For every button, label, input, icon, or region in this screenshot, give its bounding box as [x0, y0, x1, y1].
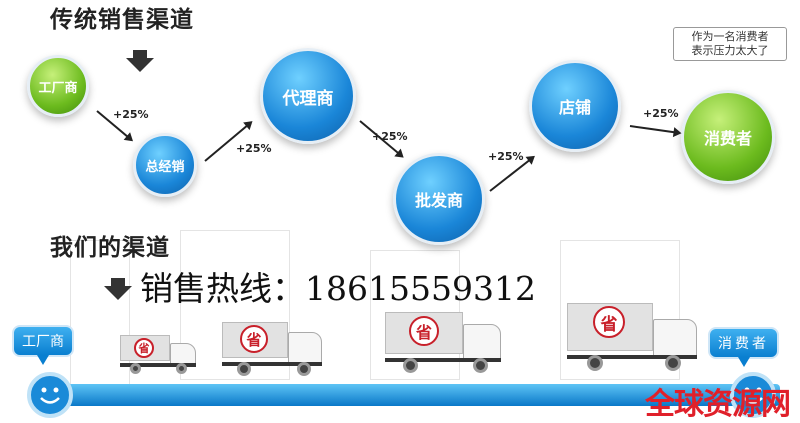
- watermark: 全球资源网: [645, 387, 791, 422]
- province-logo-icon: 省: [240, 325, 268, 353]
- truck-medium: 省: [222, 322, 327, 377]
- province-logo-icon: 省: [134, 338, 154, 358]
- background-building: [180, 230, 290, 380]
- speech-bubble: 作为一名消费者 表示压力太大了: [673, 27, 787, 61]
- traditional-channel-title: 传统销售渠道: [50, 7, 194, 33]
- smiley-start-icon: [27, 372, 73, 418]
- markup-label: +25%: [372, 130, 408, 143]
- down-arrow-icon: [104, 278, 132, 300]
- down-arrow-icon: [126, 50, 154, 72]
- markup-label: +25%: [236, 142, 272, 155]
- flow-arrow: [629, 125, 680, 134]
- markup-label: +25%: [113, 108, 149, 121]
- truck-large: 省: [385, 312, 505, 373]
- node-factory: 工厂商: [27, 55, 89, 117]
- end-label-bubble: 消费者: [708, 327, 779, 367]
- node-consumer: 消费者: [681, 90, 775, 184]
- truck-small: 省: [120, 335, 200, 375]
- markup-label: +25%: [643, 107, 679, 120]
- our-channel-title: 我们的渠道: [50, 235, 170, 261]
- province-logo-icon: 省: [409, 316, 439, 346]
- node-store: 店铺: [529, 60, 621, 152]
- node-agent: 代理商: [260, 48, 356, 144]
- speech-line: 表示压力太大了: [691, 44, 769, 57]
- start-label-bubble: 工厂商: [12, 325, 74, 365]
- node-wholesaler: 批发商: [393, 153, 485, 245]
- markup-label: +25%: [488, 150, 524, 163]
- channel-bar: [40, 384, 780, 406]
- background-building: [560, 240, 680, 380]
- truck-xlarge: 省: [567, 303, 702, 371]
- province-logo-icon: 省: [593, 306, 625, 338]
- smiley-end-icon: [730, 372, 776, 418]
- speech-line: 作为一名消费者: [691, 30, 769, 43]
- sales-hotline: 销售热线：18615559312: [140, 269, 536, 308]
- node-distributor: 总经销: [133, 133, 197, 197]
